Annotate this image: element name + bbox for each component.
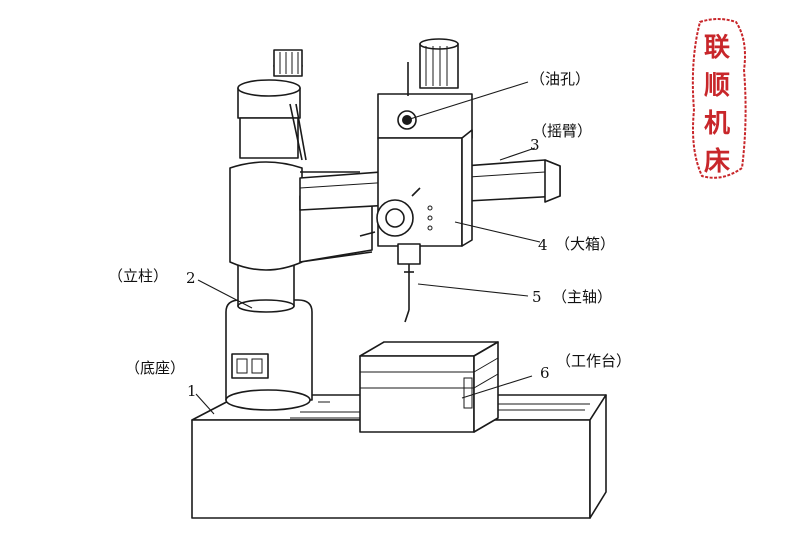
number-base: 1 (187, 382, 197, 400)
stamp-border (691, 18, 747, 179)
stamp-char-4: 床 (704, 146, 730, 177)
number-column: 2 (186, 269, 196, 287)
label-worktable: （工作台） (556, 352, 631, 370)
column-pedestal (225, 299, 313, 411)
part-labels: （油孔） （摇臂） 3 4 （大箱） 5 （主轴） （立柱） 2 （底座） 1 … (108, 70, 631, 400)
shop-stamp: 联 顺 机 床 (691, 18, 747, 179)
leader-lines (195, 81, 541, 415)
number-headstock: 4 (538, 236, 548, 254)
worktable (359, 341, 499, 433)
label-column: （立柱） (108, 267, 168, 285)
stamp-char-1: 联 (704, 33, 730, 63)
label-oil-hole: （油孔） (530, 70, 590, 88)
stamp-char-2: 顺 (704, 71, 730, 101)
number-rocker-arm: 3 (530, 136, 540, 154)
label-base: （底座） (125, 359, 185, 377)
label-headstock: （大箱） (555, 235, 615, 253)
label-rocker-arm: （摇臂） (532, 122, 592, 140)
number-spindle: 5 (532, 288, 542, 306)
number-worktable: 6 (540, 364, 550, 382)
label-spindle: （主轴） (552, 288, 612, 306)
headstock (359, 38, 473, 323)
stamp-char-3: 机 (704, 109, 730, 139)
